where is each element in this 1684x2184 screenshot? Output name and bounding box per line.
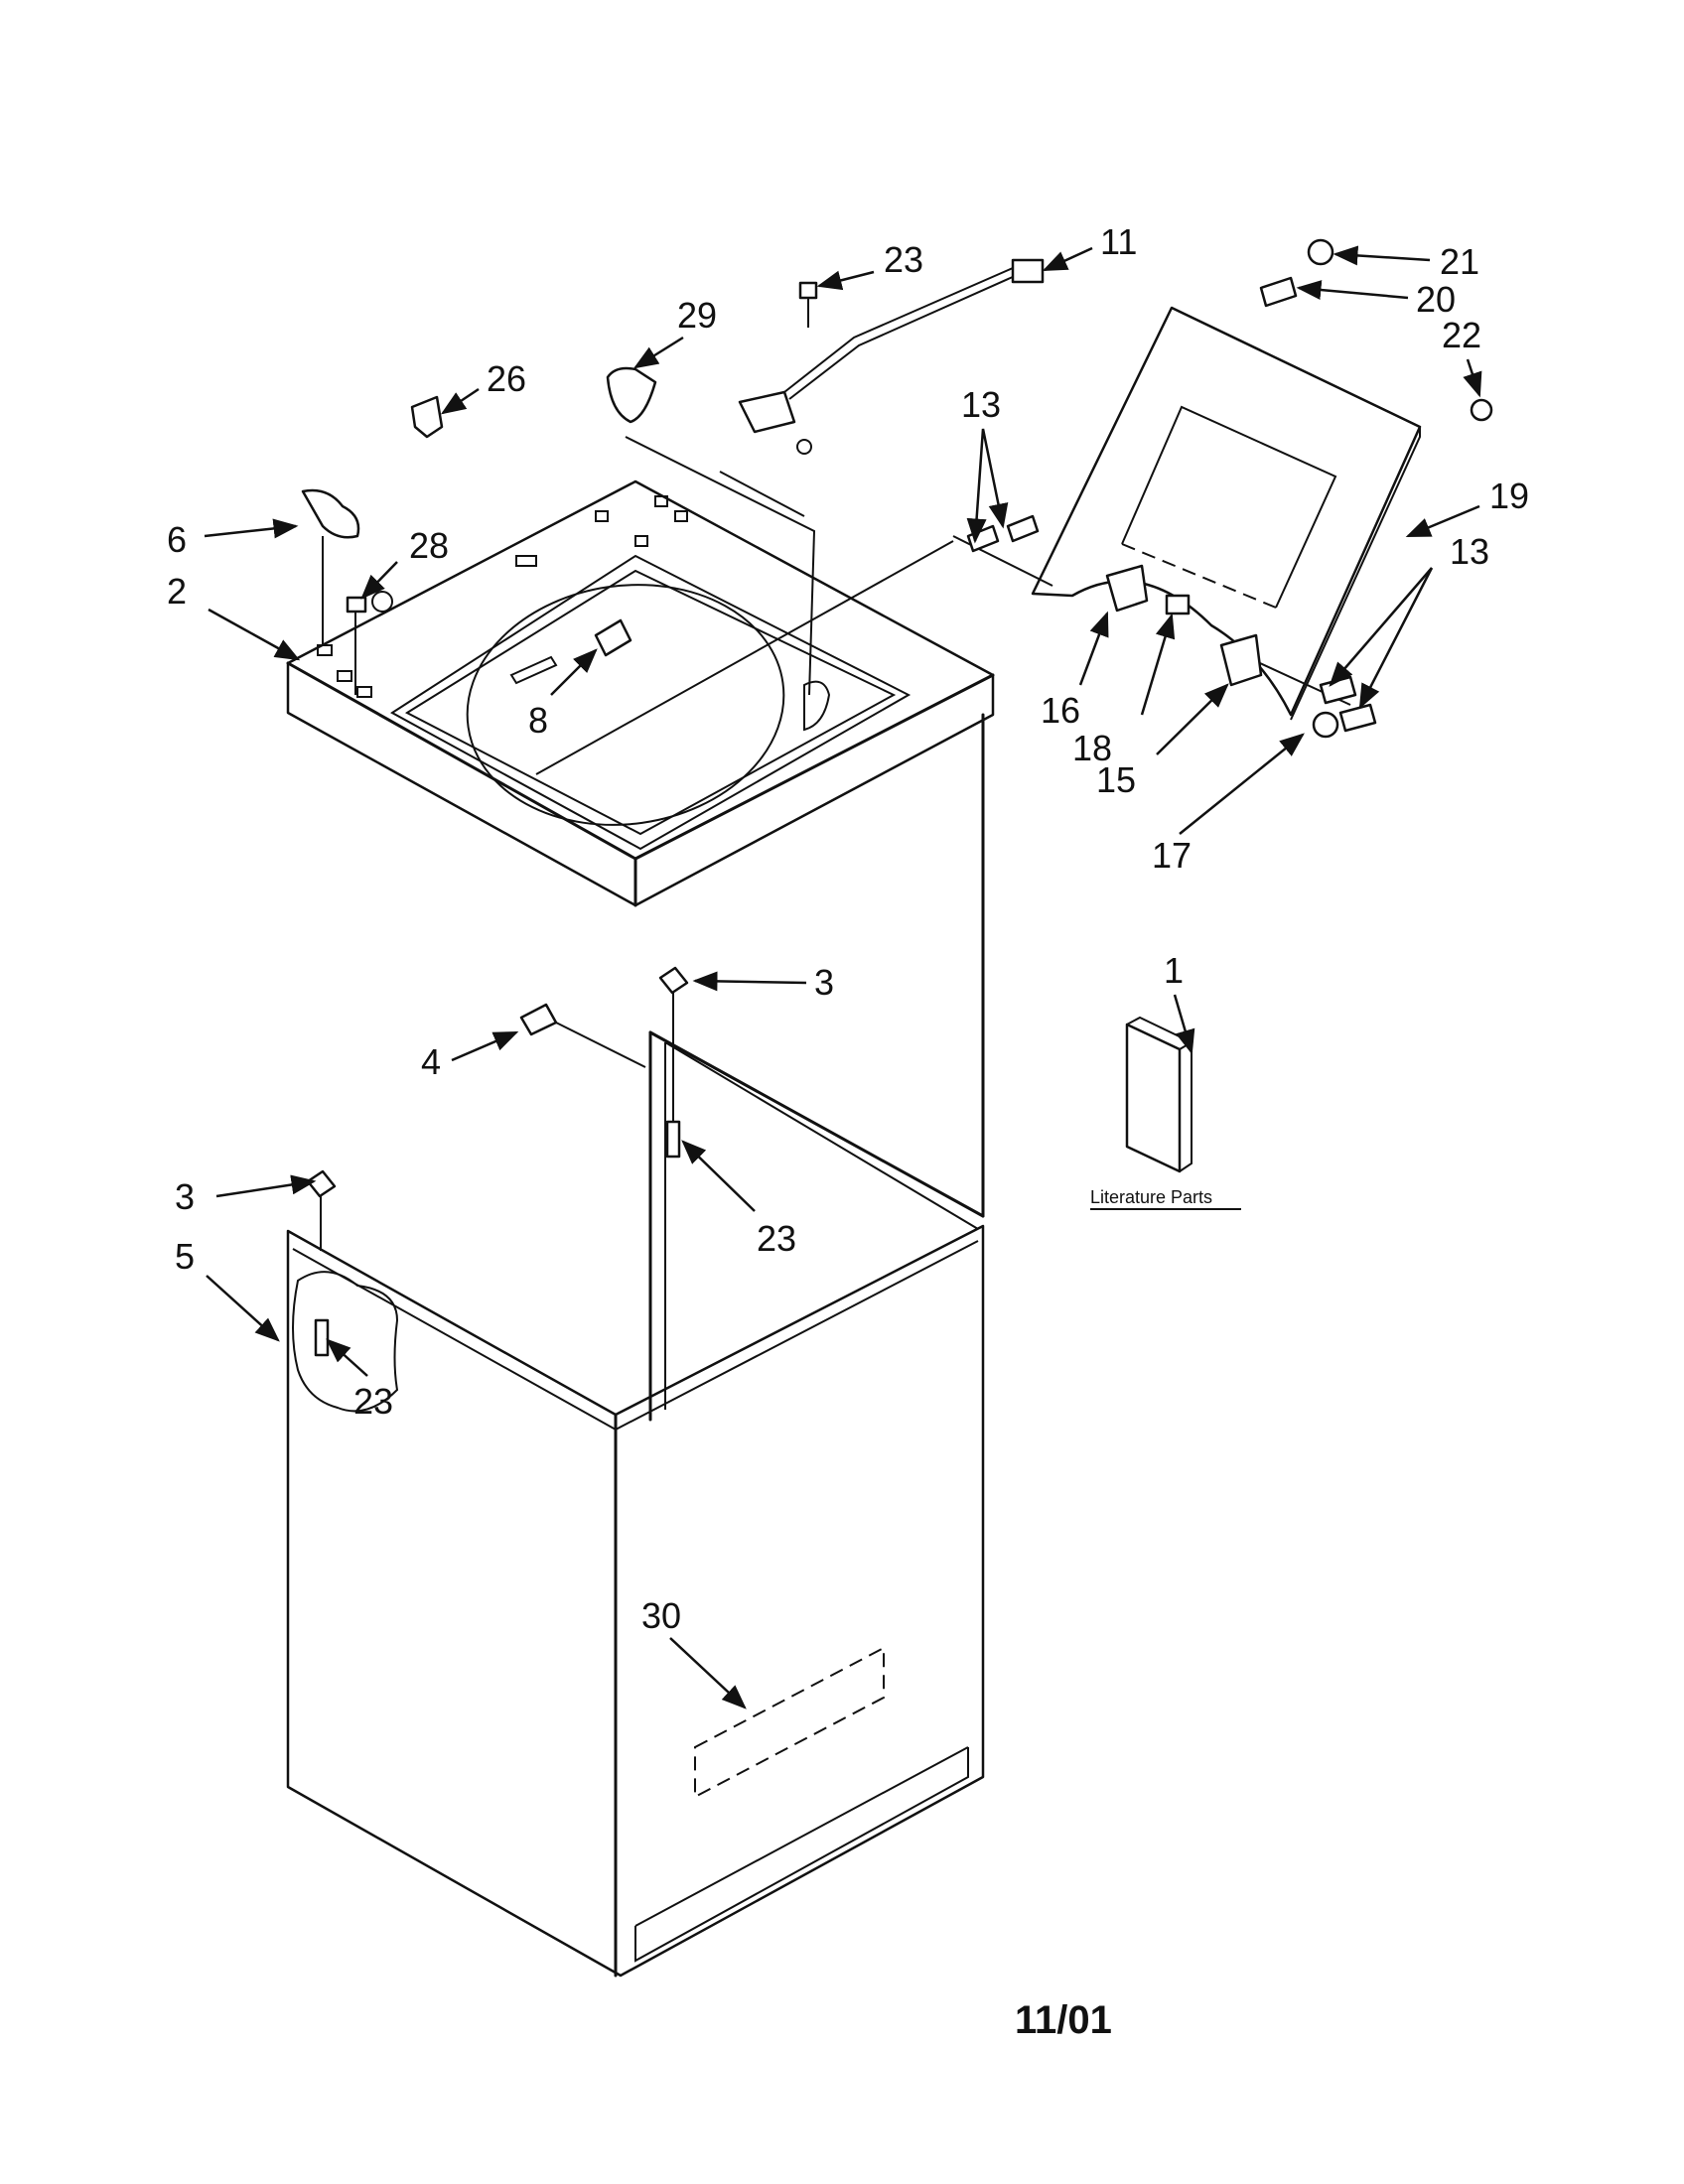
- callout-5: 5: [175, 1236, 195, 1277]
- callout-3-cabinet: 3: [175, 1176, 195, 1217]
- literature-label: Literature Parts: [1090, 1187, 1212, 1207]
- callout-23-top: 23: [884, 239, 923, 280]
- callout-23-cabinet: 23: [353, 1381, 393, 1422]
- callout-6: 6: [167, 519, 187, 560]
- leader-lines: [204, 245, 1482, 1709]
- callout-3-top: 3: [814, 962, 834, 1003]
- callout-8: 8: [528, 700, 548, 741]
- callout-13-right: 13: [1450, 531, 1489, 572]
- literature-booklet: Literature Parts: [1090, 1016, 1241, 1210]
- top-panel: [286, 436, 995, 907]
- date-code: 11/01: [1015, 1998, 1112, 2042]
- callout-17: 17: [1152, 835, 1192, 876]
- callout-13-left: 13: [961, 384, 1001, 425]
- callout-11: 11: [1100, 221, 1137, 262]
- callout-labels: 1 2 3 3 4 5 6 8 11 13 13 15 16 17 18 19 …: [167, 221, 1529, 1636]
- callout-30: 30: [641, 1595, 681, 1636]
- callout-21: 21: [1440, 241, 1479, 282]
- callout-2: 2: [167, 571, 187, 612]
- callout-16: 16: [1041, 690, 1080, 731]
- callout-23-middle: 23: [757, 1218, 796, 1259]
- callout-19: 19: [1489, 476, 1529, 516]
- callout-4: 4: [421, 1041, 441, 1082]
- callout-28: 28: [409, 525, 449, 566]
- callout-26: 26: [487, 358, 526, 399]
- callout-29: 29: [677, 295, 717, 336]
- cabinet: [286, 713, 985, 1978]
- callout-18: 18: [1072, 728, 1112, 768]
- callout-22: 22: [1442, 315, 1481, 355]
- lid: [952, 306, 1422, 721]
- callout-20: 20: [1416, 279, 1456, 320]
- callout-15: 15: [1096, 759, 1136, 800]
- callout-1: 1: [1164, 950, 1184, 991]
